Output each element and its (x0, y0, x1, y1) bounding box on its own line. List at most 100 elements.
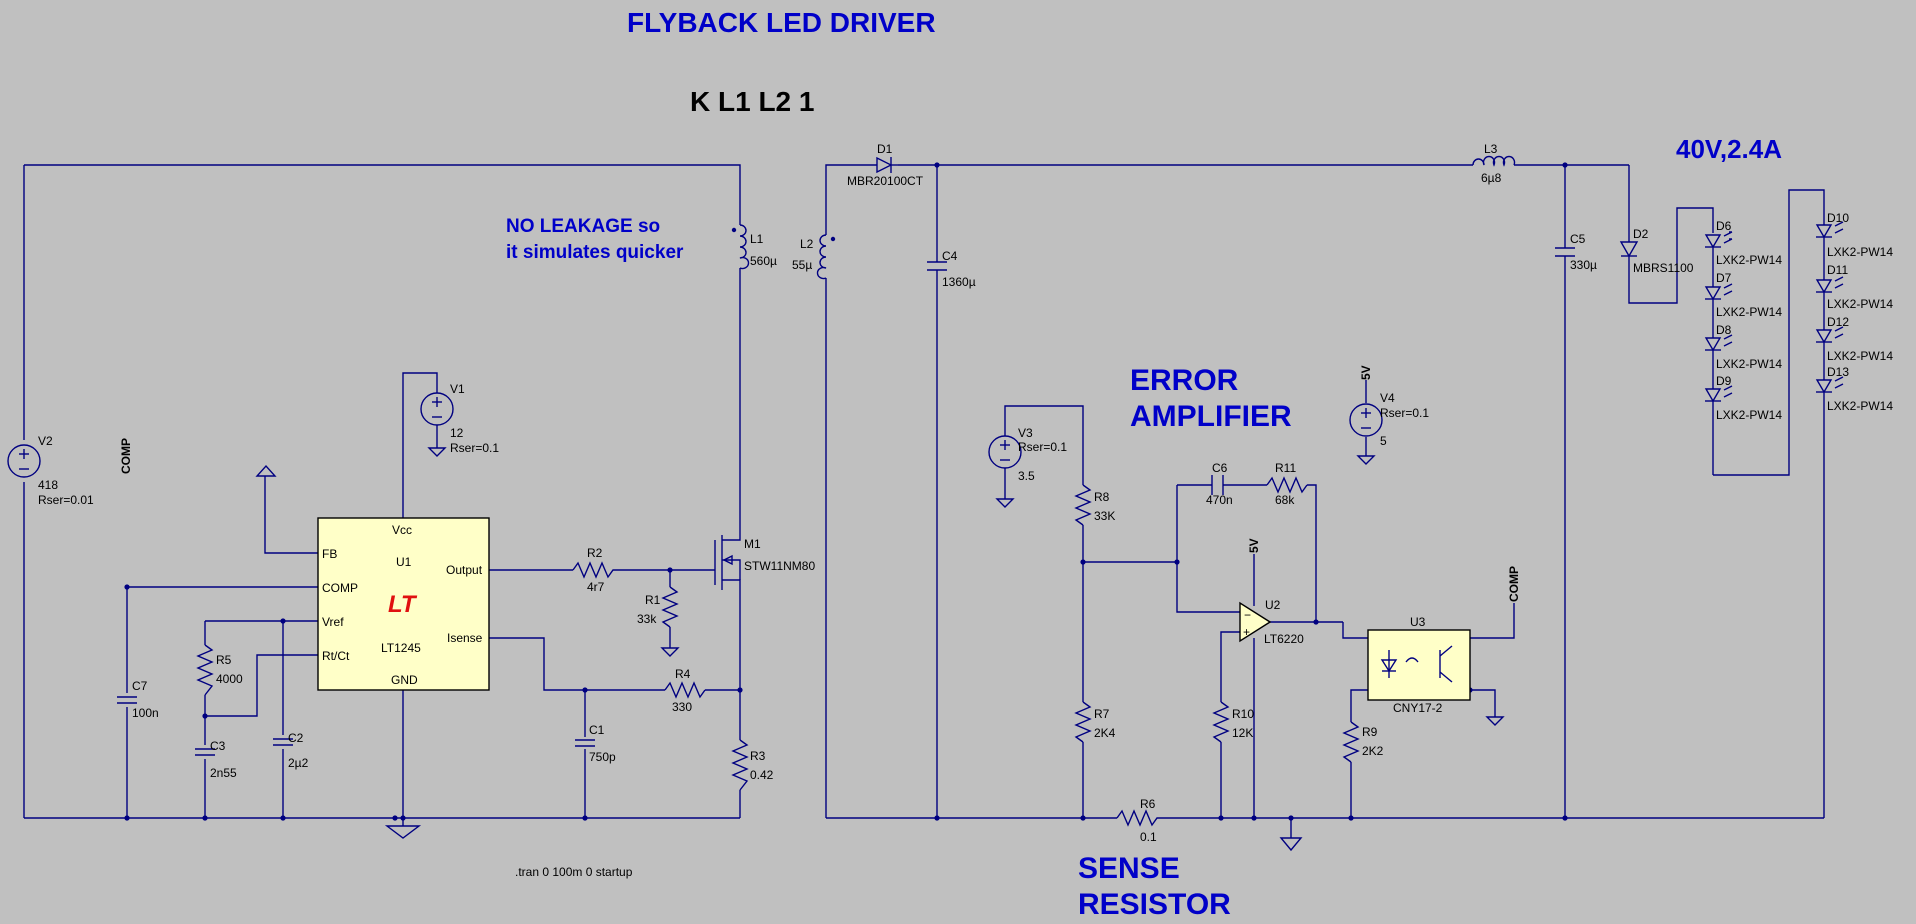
c6-capacitor[interactable]: C6 470n (1206, 461, 1233, 507)
led-d10[interactable]: D10 LXK2-PW14 (1815, 211, 1893, 259)
v4-ref: V4 (1380, 391, 1395, 405)
v1-value: 12 (450, 426, 464, 440)
m1-ref: M1 (744, 537, 761, 551)
r3-ref: R3 (750, 749, 766, 763)
v3-rser: Rser=0.1 (1018, 440, 1067, 454)
r6-value: 0.1 (1140, 830, 1157, 844)
v4-source[interactable]: V4 Rser=0.1 5 (1349, 391, 1429, 465)
led-d12[interactable]: D12 LXK2-PW14 (1815, 315, 1893, 363)
l3-inductor[interactable]: L3 6µ8 (1472, 142, 1516, 185)
d2-diode[interactable]: D2 MBRS1100 (1619, 227, 1694, 275)
u2-ref: U2 (1265, 598, 1281, 612)
d7-ref: D7 (1716, 271, 1732, 285)
c5-capacitor[interactable]: C5 330µ (1555, 232, 1597, 272)
u1-pin-fb: FB (322, 547, 337, 561)
r6-resistor[interactable]: R6 0.1 (1116, 797, 1162, 844)
u1-lt1245[interactable]: Vcc U1 FB COMP Vref Rt/Ct Output Isense … (317, 517, 490, 691)
r7-value: 2K4 (1094, 726, 1116, 740)
v2-ref: V2 (38, 434, 53, 448)
five-v-net-label-v4: 5V (1359, 365, 1373, 380)
lt-logo-icon: LT (388, 591, 418, 618)
r5-resistor[interactable]: R5 4000 (196, 644, 243, 696)
comp-net-label-right: COMP (1507, 566, 1521, 602)
c4-value: 1360µ (942, 275, 976, 289)
r2-resistor[interactable]: R2 4r7 (572, 546, 617, 594)
r7-resistor[interactable]: R7 2K4 (1074, 701, 1116, 743)
r4-resistor[interactable]: R4 330 (664, 667, 706, 714)
r1-resistor[interactable]: R1 33k (637, 586, 680, 657)
d13-value: LXK2-PW14 (1827, 399, 1893, 413)
u1-ref: U1 (396, 555, 412, 569)
l3-value: 6µ8 (1481, 171, 1502, 185)
d8-value: LXK2-PW14 (1716, 357, 1782, 371)
c1-capacitor[interactable]: C1 750p (575, 723, 616, 764)
v4-value: 5 (1380, 434, 1387, 448)
c7-capacitor[interactable]: C7 100n (117, 679, 159, 720)
c6-value: 470n (1206, 493, 1233, 507)
diagram-title: FLYBACK LED DRIVER (627, 7, 936, 38)
c3-ref: C3 (210, 739, 226, 753)
v3-ref: V3 (1018, 426, 1033, 440)
c2-ref: C2 (288, 731, 304, 745)
u3-ref: U3 (1410, 615, 1426, 629)
v2-source[interactable]: V2 418 Rser=0.01 (7, 434, 94, 507)
r2-ref: R2 (587, 546, 603, 560)
r9-resistor[interactable]: R9 2K2 (1342, 721, 1384, 763)
u2-minus-sign: − (1244, 608, 1251, 622)
r4-ref: R4 (675, 667, 691, 681)
l1-value: 560µ (750, 254, 777, 268)
u2-opamp[interactable]: − + U2 LT6220 (1239, 598, 1304, 646)
u1-pin-rtct: Rt/Ct (322, 649, 350, 663)
r8-resistor[interactable]: R8 33K (1074, 484, 1115, 526)
led-d6[interactable]: D6 LXK2-PW14 (1704, 219, 1782, 267)
d2-value: MBRS1100 (1633, 261, 1694, 275)
led-d9[interactable]: D9 LXK2-PW14 (1704, 374, 1782, 422)
v1-rser: Rser=0.1 (450, 441, 499, 455)
r10-value: 12K (1232, 726, 1253, 740)
led-d13[interactable]: D13 LXK2-PW14 (1815, 365, 1893, 413)
c1-ref: C1 (589, 723, 605, 737)
r3-resistor[interactable]: R3 0.42 (731, 739, 774, 791)
l2-inductor[interactable]: L2 55µ (792, 234, 836, 280)
sense-resistor-label-1: SENSE (1078, 852, 1180, 885)
r6-ref: R6 (1140, 797, 1156, 811)
c7-ref: C7 (132, 679, 148, 693)
c3-capacitor[interactable]: C3 2n55 (195, 739, 237, 780)
d10-ref: D10 (1827, 211, 1849, 225)
v1-ref: V1 (450, 382, 465, 396)
fb-flag-icon (255, 464, 277, 485)
d13-ref: D13 (1827, 365, 1849, 379)
c2-value: 2µ2 (288, 756, 309, 770)
d9-value: LXK2-PW14 (1716, 408, 1782, 422)
c2-capacitor[interactable]: C2 2µ2 (273, 731, 309, 770)
error-amp-label-1: ERROR (1130, 364, 1239, 397)
r10-resistor[interactable]: R10 12K (1212, 701, 1254, 743)
d1-diode[interactable]: D1 MBR20100CT (847, 142, 924, 188)
v3-source[interactable]: V3 Rser=0.1 3.5 (988, 426, 1067, 508)
note-line-2: it simulates quicker (506, 242, 684, 263)
r8-ref: R8 (1094, 490, 1110, 504)
r11-value: 68k (1275, 493, 1295, 507)
led-d7[interactable]: D7 LXK2-PW14 (1704, 271, 1782, 319)
r5-ref: R5 (216, 653, 232, 667)
l1-inductor[interactable]: L1 560µ (731, 224, 777, 270)
r11-resistor[interactable]: R11 68k (1266, 461, 1308, 507)
v1-source[interactable]: V1 12 Rser=0.1 (420, 382, 499, 457)
c4-capacitor[interactable]: C4 1360µ (927, 249, 976, 289)
u2-value: LT6220 (1264, 632, 1304, 646)
led-d8[interactable]: D8 LXK2-PW14 (1704, 323, 1782, 371)
l1-ref: L1 (750, 232, 764, 246)
u3-optocoupler[interactable]: U3 CNY17-2 (1367, 615, 1471, 715)
d6-value: LXK2-PW14 (1716, 253, 1782, 267)
sense-resistor-label-2: RESISTOR (1078, 888, 1231, 921)
l2-value: 55µ (792, 258, 812, 272)
r5-value: 4000 (216, 672, 243, 686)
primary-junctions (124, 567, 743, 821)
error-amp-label-2: AMPLIFIER (1130, 400, 1292, 433)
u1-pin-gnd: GND (391, 673, 418, 687)
c5-ref: C5 (1570, 232, 1586, 246)
led-d11[interactable]: D11 LXK2-PW14 (1815, 263, 1893, 311)
m1-mosfet[interactable]: M1 STW11NM80 (714, 533, 815, 590)
d9-ref: D9 (1716, 374, 1732, 388)
r1-value: 33k (637, 612, 657, 626)
